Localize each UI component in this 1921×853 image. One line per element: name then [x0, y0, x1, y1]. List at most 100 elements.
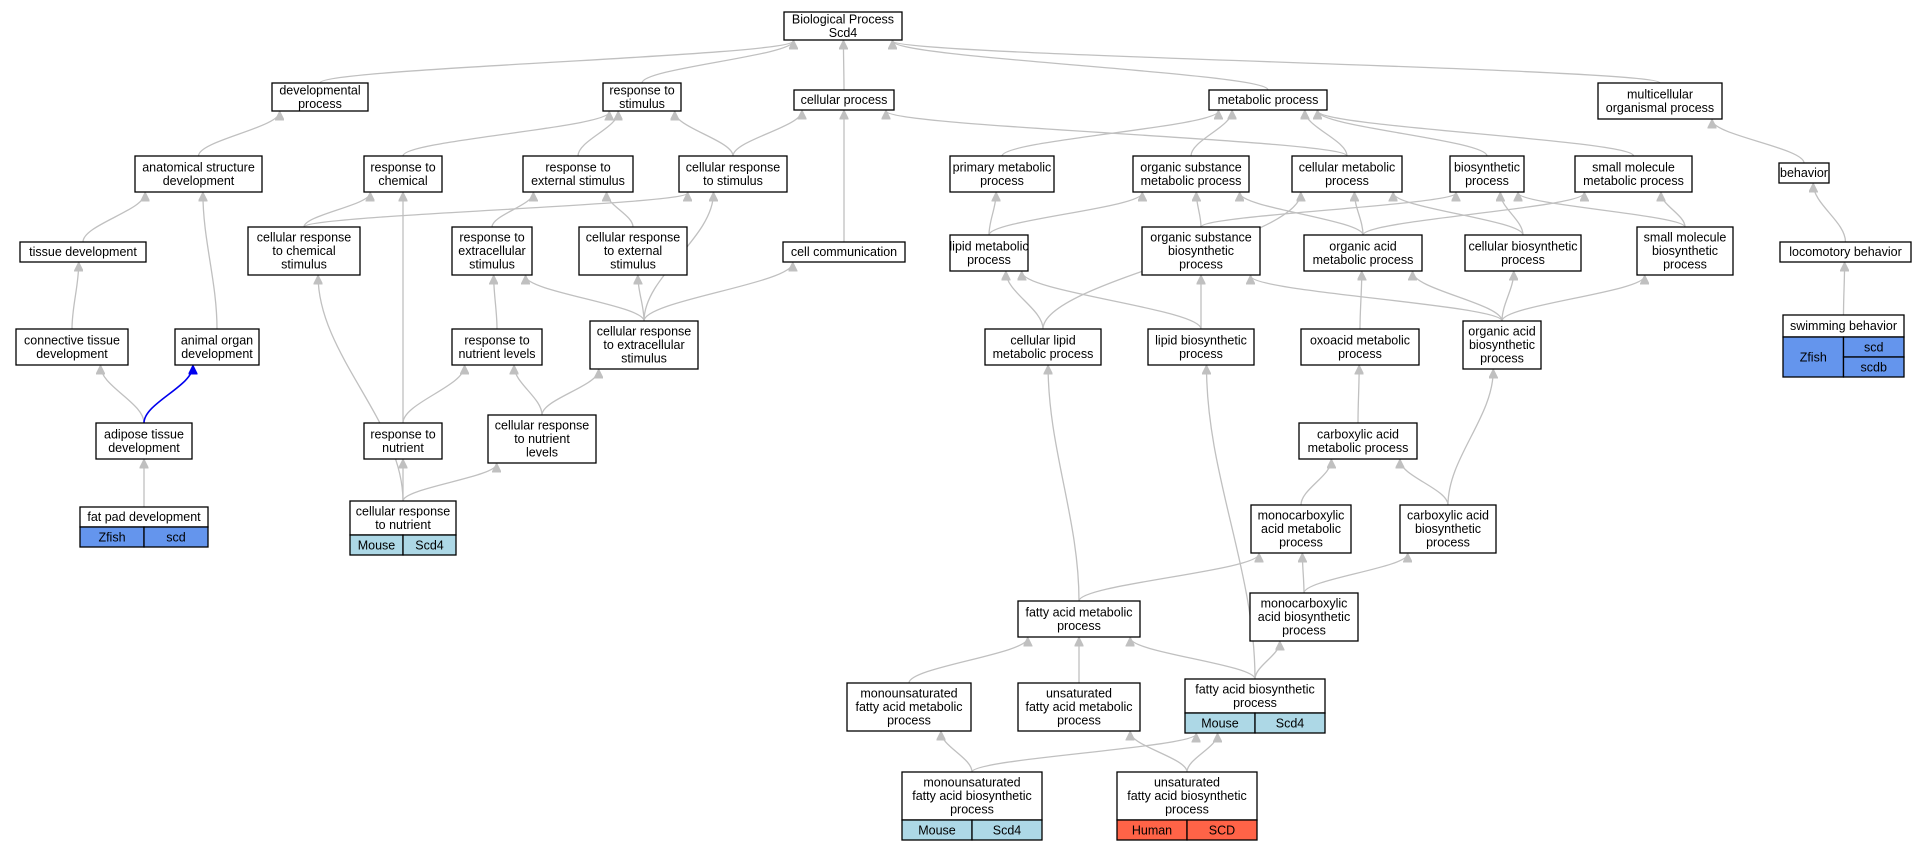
node-label-line: process	[967, 253, 1011, 267]
node-label-line: fatty acid metabolic	[1026, 700, 1133, 714]
node-cell-communication[interactable]: cell communication	[782, 241, 906, 263]
edge-mcabp-to-cabp	[1303, 554, 1408, 594]
node-label-line: cell communication	[791, 245, 897, 259]
edge-camp-to-oxmp	[1358, 366, 1359, 424]
node-label-line: biosynthetic	[1415, 522, 1481, 536]
node-label-line: external stimulus	[531, 174, 625, 188]
node-label-line: monounsaturated	[923, 776, 1020, 790]
node-box	[949, 155, 1055, 193]
node-label-line: biosynthetic	[1454, 160, 1520, 174]
node-box	[349, 500, 457, 536]
species-cell	[1782, 336, 1845, 378]
edge-lmp-to-pmp	[988, 193, 996, 236]
node-box	[984, 328, 1102, 366]
node-label-line: stimulus	[281, 258, 327, 272]
node-box	[1132, 155, 1250, 193]
node-label-line: organismal process	[1606, 101, 1714, 115]
node-label-line: process	[1663, 258, 1707, 272]
node-behavior[interactable]: behavior	[1778, 162, 1830, 184]
node-label-line: primary metabolic	[953, 160, 1052, 174]
node-label-line: monounsaturated	[860, 687, 957, 701]
node-locomotory-behavior[interactable]: locomotory behavior	[1779, 241, 1912, 263]
node-label-line: animal organ	[181, 333, 253, 347]
node-metabolic-process[interactable]: metabolic process	[1208, 89, 1328, 111]
edge-cbp-to-bsp	[1500, 193, 1524, 236]
node-label-line: response to	[370, 160, 435, 174]
node-label-line: organic substance	[1150, 231, 1252, 245]
node-label-line: biosynthetic	[1469, 338, 1535, 352]
node-label-line: development	[108, 441, 180, 455]
node-label-line: carboxylic acid	[1407, 509, 1489, 523]
node-label-line: cellular response	[356, 504, 451, 518]
gene-label: SCD	[1209, 824, 1235, 838]
node-label-line: stimulus	[469, 258, 515, 272]
node-label-line: fatty acid metabolic	[1026, 605, 1133, 619]
node-box	[522, 155, 634, 193]
node-label-line: chemical	[378, 174, 427, 188]
gene-label: Scd4	[1276, 717, 1305, 731]
node-box	[363, 422, 443, 460]
edge-crcs-to-crts	[303, 193, 688, 228]
node-label-line: process	[1179, 258, 1223, 272]
node-cellular-process[interactable]: cellular process	[793, 89, 895, 111]
node-label-line: swimming behavior	[1790, 319, 1897, 333]
node-label-line: stimulus	[621, 352, 667, 366]
node-box	[487, 414, 597, 464]
node-box	[1462, 320, 1542, 370]
node-label-line: unsaturated	[1046, 687, 1112, 701]
node-label-line: biosynthetic	[1168, 244, 1234, 258]
node-tissue-development[interactable]: tissue development	[19, 241, 147, 263]
node-label-line: Biological Process	[792, 12, 894, 26]
edge-clmp-to-lmp	[1006, 272, 1044, 330]
node-label-line: fatty acid biosynthetic	[1127, 789, 1247, 803]
edge-bsp-to-mp	[1318, 111, 1488, 157]
edge-osbp-to-bsp	[1200, 193, 1456, 228]
edge-ufabp-to-fabp	[1186, 734, 1218, 773]
